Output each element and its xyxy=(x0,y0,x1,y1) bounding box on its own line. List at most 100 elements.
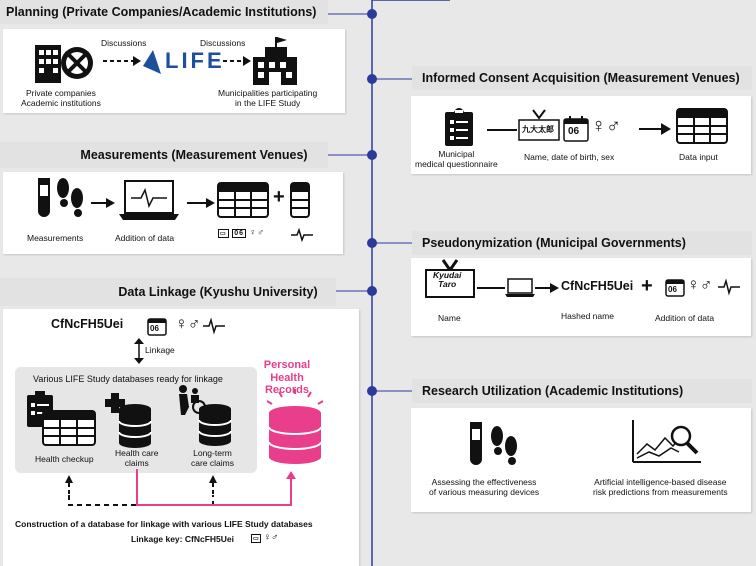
timeline-node xyxy=(367,74,377,84)
research-title: Research Utilization (Academic Instituti… xyxy=(412,379,752,403)
life-logo: LIFE xyxy=(165,48,225,73)
name-line: Kyudai xyxy=(433,270,462,280)
calendar-day: 06 xyxy=(150,324,159,333)
questionnaire-label: Municipal medical questionnaire xyxy=(415,149,498,170)
calendar-icon: ▭ xyxy=(251,534,261,543)
label-line: Records xyxy=(264,384,310,397)
plus-icon: + xyxy=(641,275,653,297)
phr-database-icon xyxy=(266,389,324,464)
label-line: Academic institutions xyxy=(21,97,101,108)
label-line: Health care xyxy=(115,448,159,458)
linkage-key-icons: ▭ ♀♂ xyxy=(251,532,278,543)
life-logo-icon xyxy=(143,50,161,74)
hashed-name-label: Hashed name xyxy=(561,311,614,321)
health-checkup-icon xyxy=(27,391,96,446)
name-card-text: 九大太郎 xyxy=(522,125,554,134)
dashed-arrow xyxy=(223,56,251,66)
name-card-icon xyxy=(425,259,475,298)
name-card-text: Kyudai Taro xyxy=(433,271,461,289)
timeline-node xyxy=(367,150,377,160)
name-dob-sex-label: Name, date of birth, sex xyxy=(524,152,615,162)
label-line: risk predictions from measurements xyxy=(593,486,728,497)
arrow xyxy=(535,283,559,293)
linkage-connector-lines xyxy=(65,469,296,506)
label-line: in the LIFE Study xyxy=(235,97,301,108)
calendar-icon xyxy=(563,116,589,142)
test-tube-icon xyxy=(470,422,482,465)
label-line: care claims xyxy=(191,457,234,468)
health-care-claims-label: Health care claims xyxy=(115,448,159,469)
line-connector xyxy=(477,287,505,289)
research-panel: Assessing the effectiveness of various m… xyxy=(411,408,751,512)
arrow xyxy=(187,198,215,208)
timeline-node xyxy=(367,286,377,296)
timeline-node xyxy=(367,238,377,248)
calendar-day: 06 xyxy=(668,285,677,294)
small-id-icons: ▭ 06 ♀♂ xyxy=(218,227,265,238)
measurements-label: Measurements xyxy=(27,233,84,243)
label-line: of various measuring devices xyxy=(429,486,540,497)
label-line: Municipalities participating xyxy=(218,88,318,98)
planning-panel: Discussions LIFE Discussions Private com… xyxy=(3,29,345,113)
calendar-icon xyxy=(665,279,685,297)
municipal-building-icon xyxy=(253,37,297,85)
name-line: Taro xyxy=(438,278,457,289)
label-line: Long-term xyxy=(193,448,232,458)
small-table-icon xyxy=(290,182,310,218)
calendar-icon xyxy=(147,318,167,336)
pseudonym-panel: Kyudai Taro CfNcFH5Uei + 06 ♀♂ Name Hash… xyxy=(411,258,751,336)
phr-title: Personal Health Records xyxy=(257,359,317,397)
pseudonym-title: Pseudonymization (Municipal Governments) xyxy=(412,231,752,255)
footprints-icon xyxy=(57,178,83,217)
laptop-icon xyxy=(505,278,535,297)
timeline-node xyxy=(367,386,377,396)
gender-icon: ♀♂ xyxy=(249,227,265,237)
name-card-icon xyxy=(518,109,560,141)
consent-title: Informed Consent Acquisition (Measuremen… xyxy=(412,66,752,90)
linkage-title: Data Linkage (Kyushu University) xyxy=(0,278,336,306)
addition-of-data-label: Addition of data xyxy=(655,313,715,323)
linkage-panel: CfNcFH5Uei 06 ♀♂ Linkage Various LIFE St… xyxy=(3,309,359,566)
test-tube-icon xyxy=(38,178,50,217)
arrow xyxy=(91,198,115,208)
label-line: Artificial intelligence-based disease xyxy=(594,477,727,487)
label-line: Municipal xyxy=(438,149,475,159)
consent-panel: 九大太郎 06 ♀♂ Municipal medical questionnai… xyxy=(411,96,751,174)
gender-icon: ♀♂ xyxy=(175,314,201,333)
planning-title: Planning (Private Companies/Academic Ins… xyxy=(0,0,328,24)
data-input-label: Data input xyxy=(679,152,718,162)
laptop-icon xyxy=(119,180,179,220)
label-line: claims xyxy=(124,457,149,468)
databases-title: Various LIFE Study databases ready for l… xyxy=(33,374,223,384)
pulse-icon xyxy=(203,317,225,335)
assessing-label: Assessing the effectiveness of various m… xyxy=(429,477,540,498)
table-icon xyxy=(217,182,269,218)
gender-icon: ♀♂ xyxy=(687,275,713,294)
label-line: medical questionnaire xyxy=(415,158,498,169)
plus-icon: + xyxy=(273,186,285,208)
line-connector xyxy=(487,129,517,131)
table-icon xyxy=(676,108,728,144)
health-checkup-label: Health checkup xyxy=(35,454,94,464)
gender-icon: ♀♂ xyxy=(591,115,621,137)
analysis-chart-icon xyxy=(632,420,701,463)
linkage-label: Linkage xyxy=(145,345,175,355)
measurements-title: Measurements (Measurement Venues) xyxy=(0,142,328,168)
health-care-claims-icon xyxy=(105,393,152,448)
name-label: Name xyxy=(438,313,461,323)
timeline-node xyxy=(367,9,377,19)
label-line: Health xyxy=(270,371,304,384)
building-cross-icon xyxy=(35,45,93,83)
municipalities-label: Municipalities participating in the LIFE… xyxy=(218,88,318,109)
calendar-day: 06 xyxy=(568,126,580,137)
label-line: Personal xyxy=(263,359,311,371)
questionnaire-icon xyxy=(445,108,473,146)
dashed-arrow xyxy=(103,56,141,66)
pulse-icon xyxy=(718,278,740,296)
label-line: Assessing the effectiveness xyxy=(431,477,537,487)
label-line: Private companies xyxy=(25,88,96,98)
long-term-care-label: Long-term care claims xyxy=(191,448,234,469)
discussions-label: Discussions xyxy=(200,38,246,48)
measurements-panel: + ▭ 06 ♀♂ Measurements Addition of data xyxy=(3,172,343,254)
